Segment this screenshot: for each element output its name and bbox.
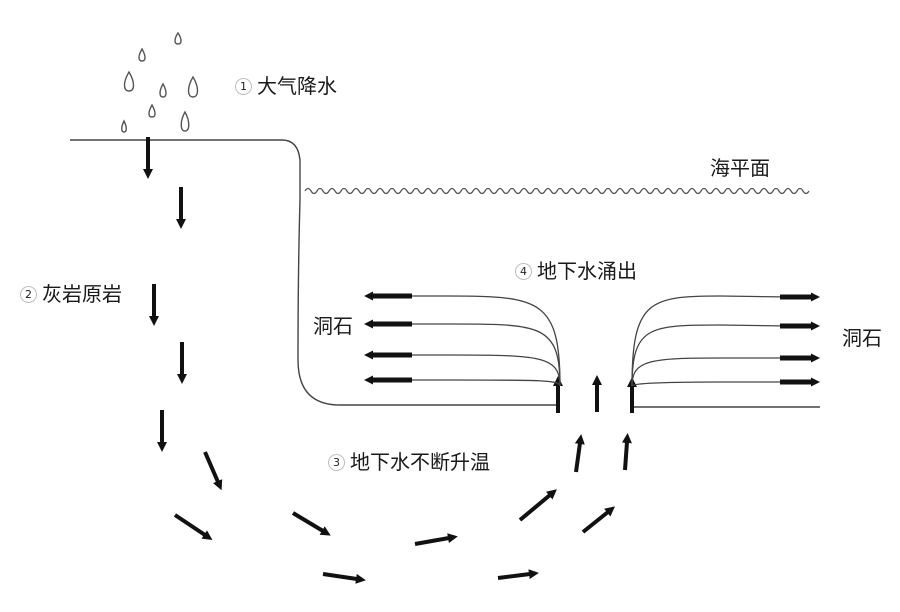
outflow-curve-left-4 <box>380 379 561 387</box>
ground-surface-line <box>70 139 557 406</box>
label-step3: 3 地下水不断升温 <box>328 452 490 472</box>
outflow-curve-left-2 <box>380 323 561 387</box>
raindrop-icon <box>123 70 135 92</box>
flow-arrow-15 <box>621 433 632 471</box>
groundwater-flow-arrows <box>143 137 637 584</box>
sea-level-wave-line <box>304 187 810 195</box>
outflow-curve-left-3 <box>380 354 561 387</box>
label-step4: 4 地下水涌出 <box>515 261 637 281</box>
raindrop-icon <box>148 103 156 118</box>
label-groundwater-outflow: 地下水涌出 <box>537 259 637 283</box>
outflow-curve-right-4 <box>631 381 790 387</box>
raindrop-icon <box>159 82 167 98</box>
label-stalactite-left: 洞石 <box>313 314 353 338</box>
label-limestone-bedrock: 灰岩原岩 <box>42 282 122 306</box>
label-stalactite-right: 洞石 <box>842 326 882 350</box>
raindrop-icon <box>174 31 182 45</box>
flow-arrow-7 <box>173 513 213 540</box>
outflow-curves <box>380 295 791 387</box>
label-groundwater-heating: 地下水不断升温 <box>350 450 490 474</box>
outflow-curve-right-1 <box>631 295 791 387</box>
step-number-badge: 3 <box>328 453 345 471</box>
flow-arrow-6 <box>203 451 223 491</box>
flow-arrow-10 <box>414 533 458 546</box>
raindrop-icon <box>138 47 146 62</box>
raindrop-icon <box>180 110 190 132</box>
flow-arrow-8 <box>291 511 331 536</box>
outflow-curve-right-2 <box>631 324 791 387</box>
step-number-badge: 1 <box>235 77 252 95</box>
label-step2: 2 灰岩原岩 <box>20 284 122 304</box>
outflow-curve-left-1 <box>380 295 561 387</box>
outflow-curve-right-3 <box>631 357 790 387</box>
flow-arrow-9 <box>322 572 366 584</box>
outflow-arrowheads <box>364 291 820 387</box>
label-step1: 1 大气降水 <box>235 76 337 96</box>
raindrop-icon <box>121 119 127 133</box>
step-number-badge: 2 <box>20 285 37 303</box>
flow-arrow-11 <box>497 569 539 580</box>
label-sea-level: 海平面 <box>710 156 770 180</box>
raindrop-icons <box>121 31 199 133</box>
label-atmospheric-precipitation: 大气降水 <box>257 74 337 98</box>
step-number-badge: 4 <box>515 262 532 280</box>
flow-arrow-12 <box>518 489 557 522</box>
raindrop-icon <box>187 75 199 98</box>
flow-arrow-13 <box>581 506 616 534</box>
flow-arrow-14 <box>574 434 585 473</box>
